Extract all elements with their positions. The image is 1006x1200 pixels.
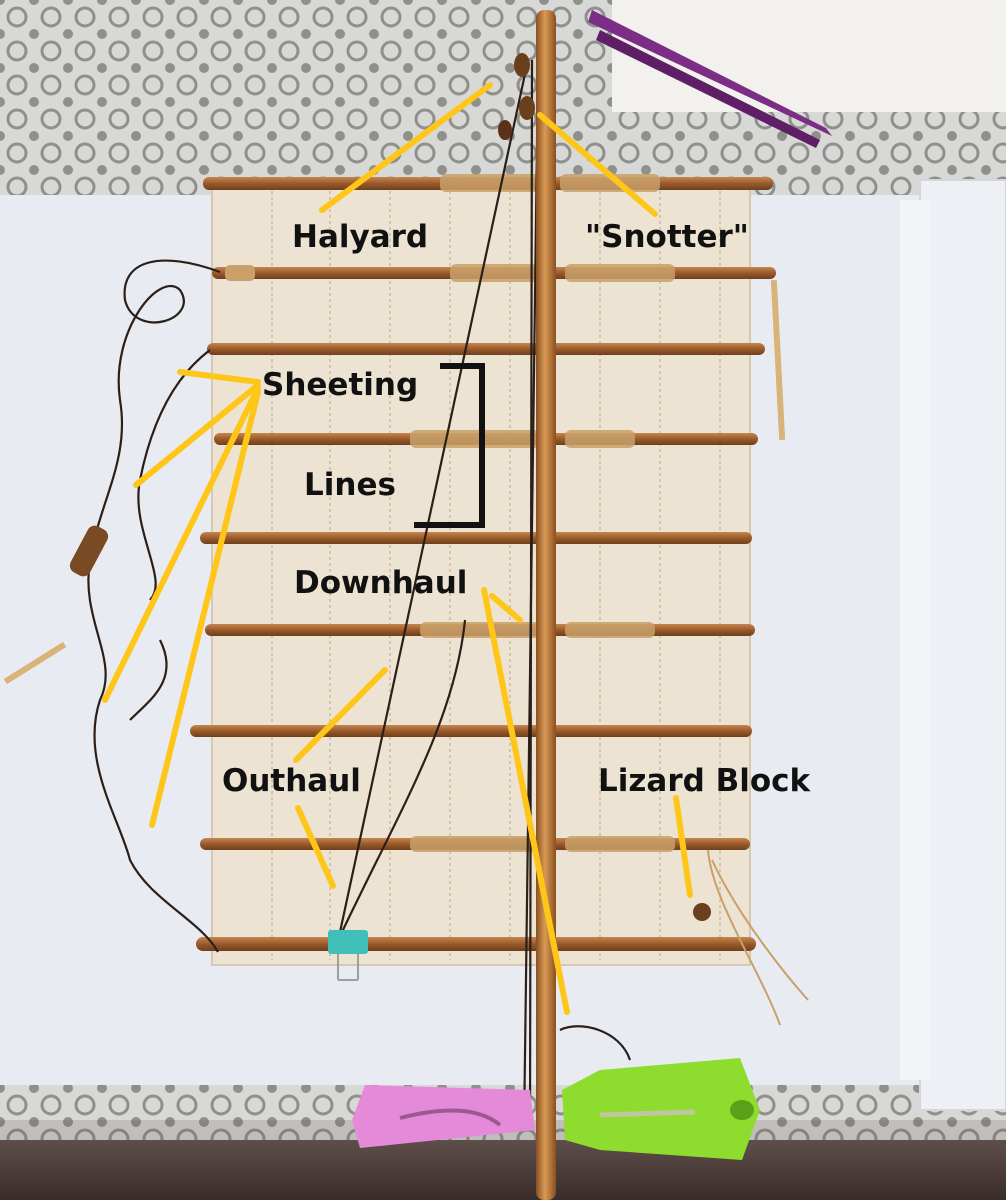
label-halyard: Halyard xyxy=(292,219,429,255)
halyard-bead xyxy=(498,120,512,140)
outhaul-pointer-2 xyxy=(295,805,336,889)
wooden-toggle xyxy=(69,525,109,577)
snotter-pointer xyxy=(537,112,658,217)
halyard-pointer xyxy=(319,82,493,213)
loose-stick-right xyxy=(770,279,786,441)
lizard-pointer xyxy=(673,795,693,898)
sheeting-lines-bracket xyxy=(414,363,485,528)
sheeting-pointer-1 xyxy=(177,369,261,385)
sheeting-pointer-4 xyxy=(149,389,261,828)
halyard-block-upper xyxy=(514,53,530,77)
downhaul-pointer-2 xyxy=(481,587,570,1015)
annotation-arrows xyxy=(102,82,693,1015)
paper-right xyxy=(919,179,1006,1111)
label-downhaul: Downhaul xyxy=(294,565,468,601)
lizard-block xyxy=(693,903,711,921)
binder-clip xyxy=(328,930,368,954)
label-outhaul: Outhaul xyxy=(222,763,361,799)
downhaul-pointer-1 xyxy=(489,593,523,623)
label-lines: Lines xyxy=(304,467,396,503)
clothespin-pink xyxy=(352,1085,535,1148)
sheeting-pointer-3 xyxy=(102,385,261,703)
halyard-block-lower xyxy=(519,96,535,120)
label-lizard-block: Lizard Block xyxy=(598,763,811,799)
paper-right-inner xyxy=(900,200,930,1080)
tweezers xyxy=(588,10,832,136)
sheeting-pointer-2 xyxy=(133,382,261,488)
lizard-lines xyxy=(707,849,809,1026)
loose-stick-left xyxy=(3,641,67,685)
label-snotter: "Snotter" xyxy=(585,219,749,255)
label-sheeting: Sheeting xyxy=(262,367,419,403)
mast xyxy=(536,10,556,1200)
outhaul-pointer-1 xyxy=(293,667,388,763)
clothespin-green xyxy=(562,1058,760,1160)
